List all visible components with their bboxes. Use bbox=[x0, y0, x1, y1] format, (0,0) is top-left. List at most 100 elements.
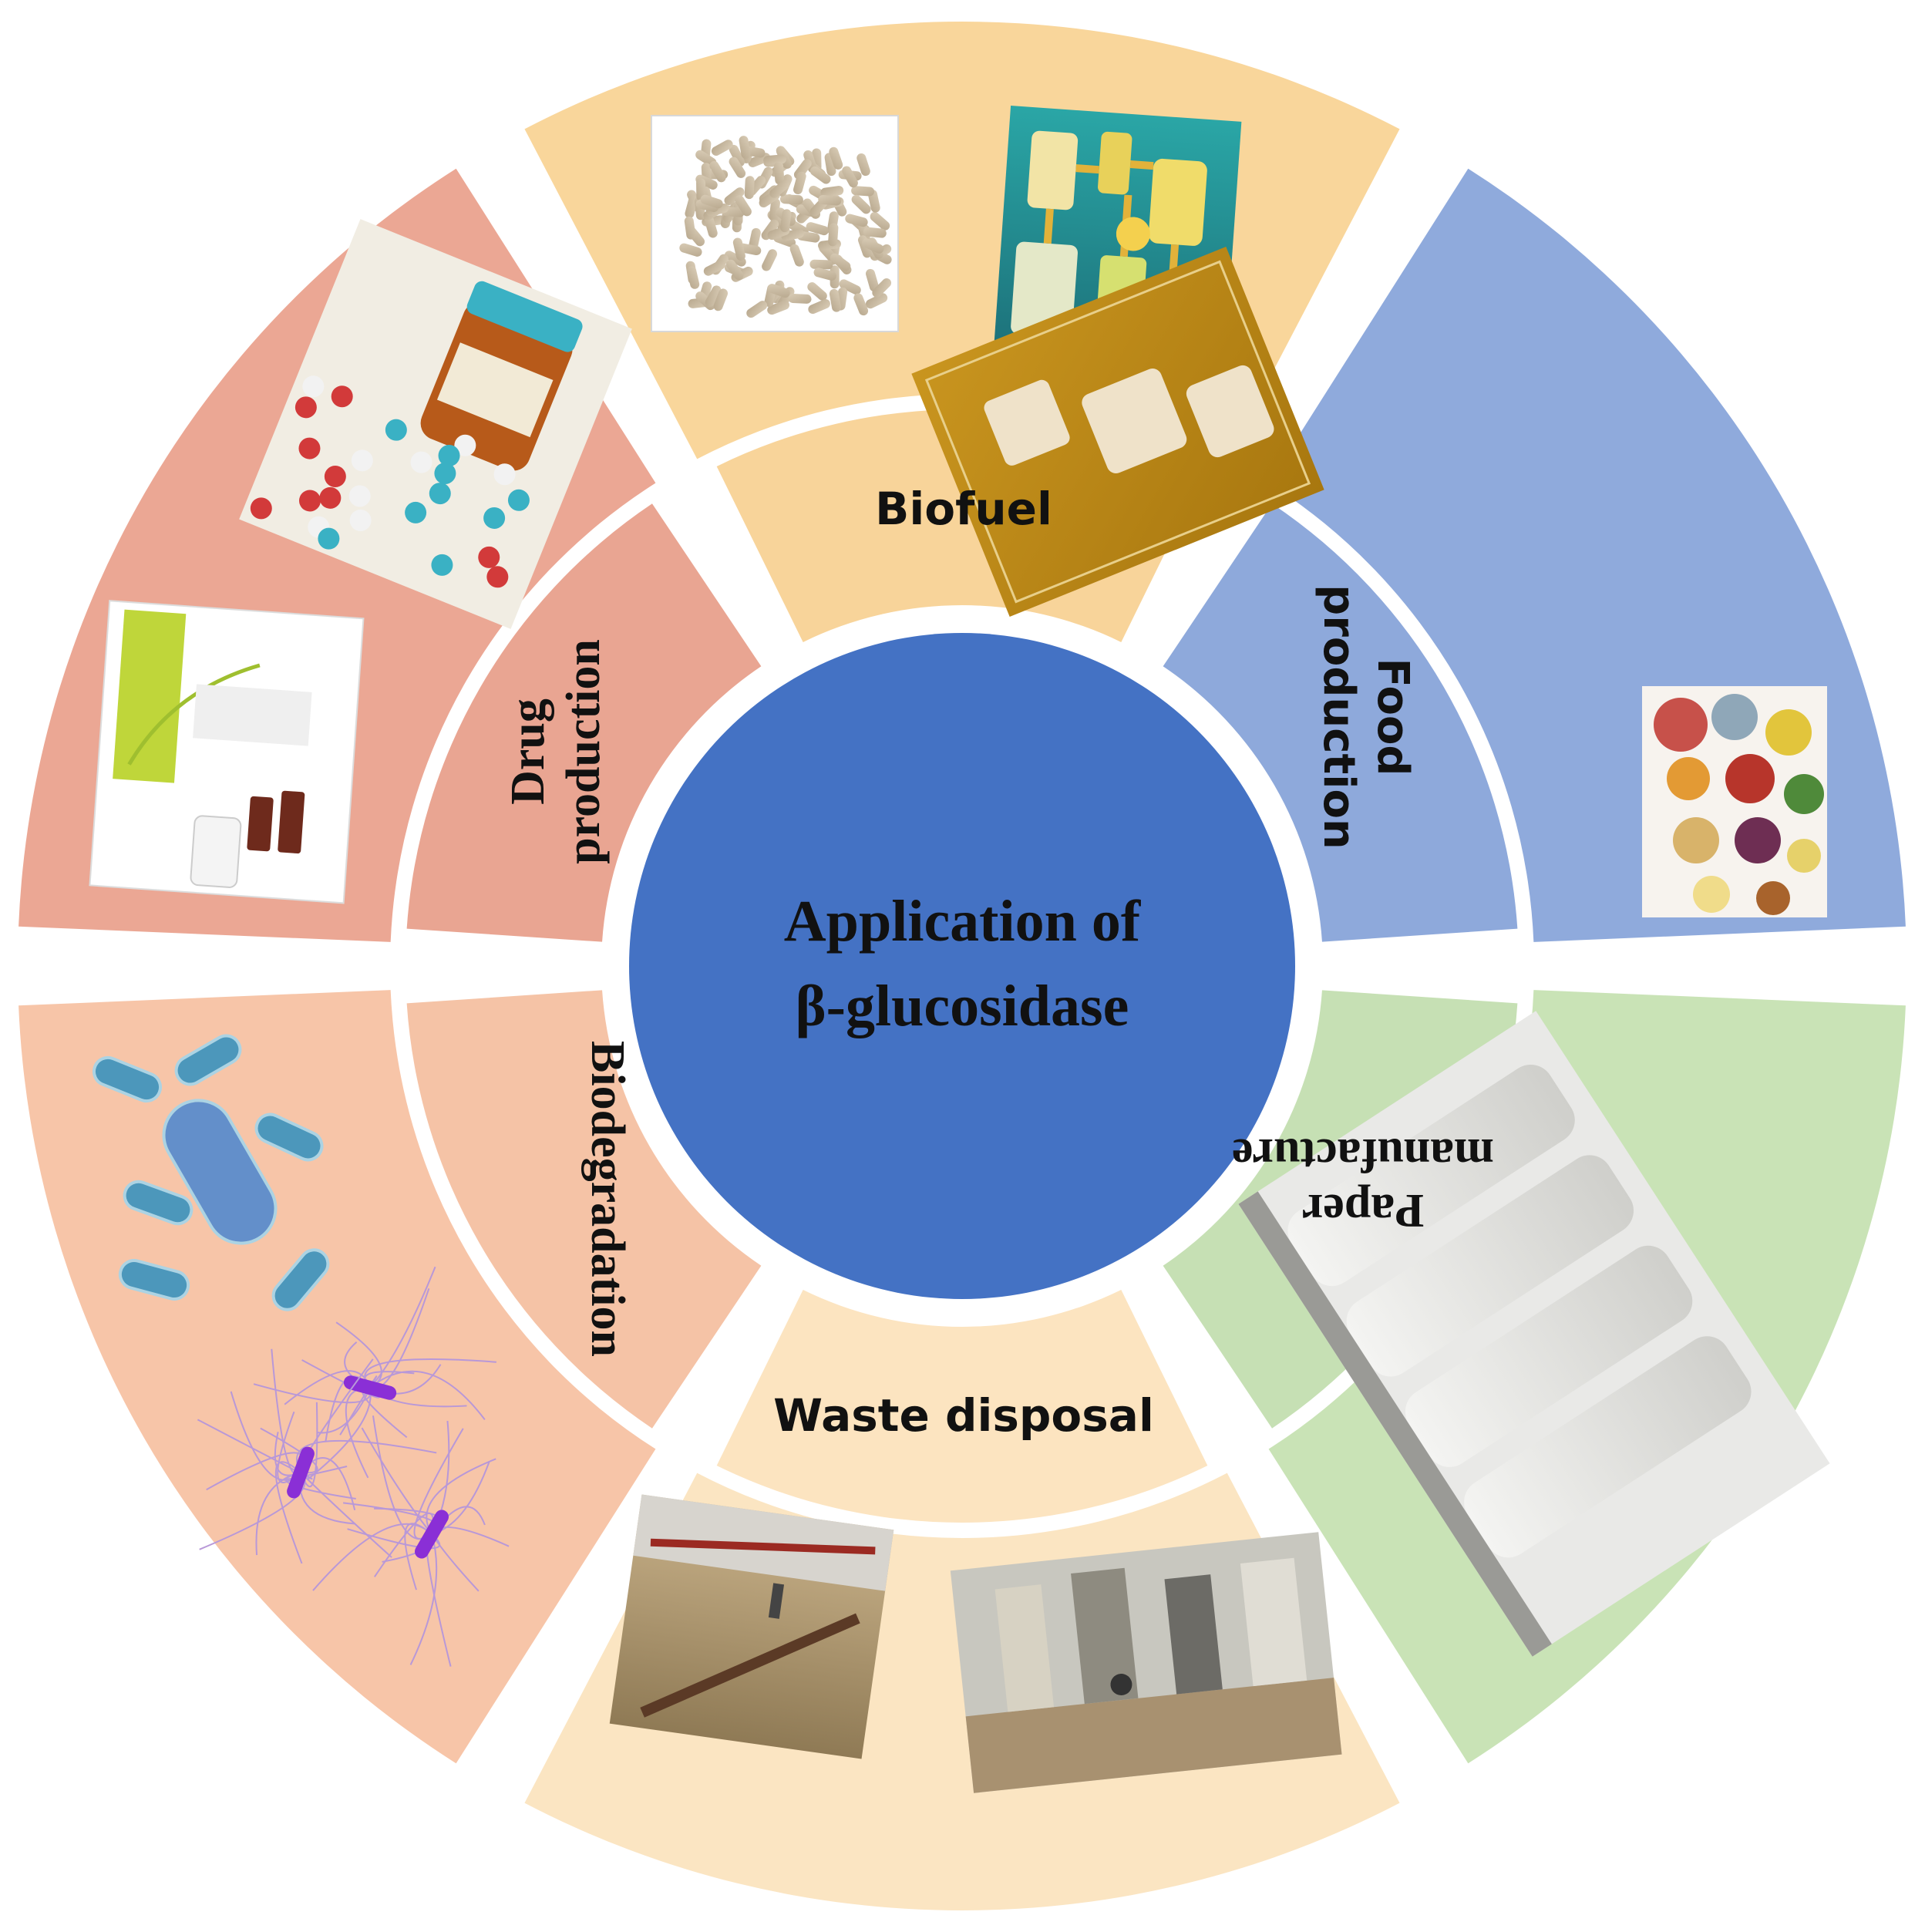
molecule-atom bbox=[324, 466, 346, 488]
bacterium bbox=[415, 1510, 449, 1559]
flagellum bbox=[300, 1402, 318, 1488]
molecule-atom bbox=[351, 449, 373, 472]
molecule-atom bbox=[318, 527, 340, 550]
svg-text:production: production bbox=[1314, 584, 1364, 850]
label-food-production: Food production bbox=[1314, 584, 1418, 850]
pellet bbox=[684, 216, 696, 240]
pellet bbox=[711, 140, 733, 157]
inner-sector-drug bbox=[406, 503, 762, 942]
flagellum bbox=[409, 1533, 438, 1665]
pellet bbox=[851, 194, 871, 214]
pellet bbox=[829, 288, 842, 312]
flagellum bbox=[296, 1439, 437, 1473]
svg-text:Drug: Drug bbox=[502, 698, 554, 805]
pellet bbox=[872, 278, 892, 298]
molecule-atom bbox=[349, 509, 372, 531]
pellet bbox=[679, 243, 702, 257]
pellet bbox=[713, 288, 729, 311]
pellet bbox=[818, 195, 842, 206]
pellet bbox=[793, 171, 806, 195]
pellet bbox=[767, 284, 790, 298]
inner-sector-food bbox=[1163, 503, 1518, 942]
pellet bbox=[725, 259, 744, 281]
pellet bbox=[820, 186, 844, 197]
pellet bbox=[829, 146, 843, 170]
molecule-atom bbox=[331, 385, 353, 408]
molecule-atom bbox=[429, 483, 451, 505]
center-circle bbox=[629, 633, 1295, 1299]
pellet bbox=[685, 195, 698, 219]
pellet bbox=[806, 222, 829, 236]
pellet bbox=[808, 299, 830, 315]
pellet bbox=[748, 153, 771, 167]
label-drug-production: Drug production bbox=[502, 639, 610, 864]
bacterium bbox=[123, 1180, 194, 1226]
pellet bbox=[767, 300, 790, 315]
flagellum bbox=[369, 1370, 486, 1421]
pellet bbox=[761, 219, 779, 241]
pellet bbox=[851, 186, 875, 197]
svg-text:manufacture: manufacture bbox=[1232, 1129, 1494, 1181]
bacterium bbox=[271, 1248, 330, 1311]
pellet bbox=[724, 251, 746, 267]
molecule-atom bbox=[434, 462, 456, 484]
pellet bbox=[729, 157, 746, 178]
center-title-line1: Application of bbox=[784, 889, 1142, 954]
bacterium bbox=[118, 1259, 190, 1301]
flagellum bbox=[361, 1427, 432, 1535]
bacterium bbox=[254, 1112, 324, 1162]
label-biodegradation: Biodegradation bbox=[581, 1041, 634, 1357]
pellet bbox=[828, 223, 839, 247]
pellet bbox=[732, 237, 745, 261]
pellet bbox=[704, 215, 718, 238]
pellet bbox=[813, 268, 836, 281]
pellet bbox=[870, 211, 890, 231]
inner-sector-biodeg bbox=[406, 990, 762, 1429]
molecule-atom bbox=[298, 437, 321, 459]
pellet bbox=[789, 244, 804, 267]
pellet bbox=[774, 161, 785, 185]
pellet bbox=[866, 268, 879, 292]
pellet bbox=[762, 249, 778, 271]
label-waste-disposal: Waste disposal bbox=[773, 1389, 1154, 1442]
inner-sector-waste bbox=[716, 1290, 1208, 1523]
pellet bbox=[862, 238, 884, 254]
food-items-picture bbox=[1642, 686, 1827, 917]
molecule-atom bbox=[302, 375, 325, 398]
molecule-atom bbox=[294, 396, 317, 419]
pellet bbox=[807, 282, 827, 301]
svg-text:Food: Food bbox=[1368, 658, 1418, 776]
pellet bbox=[744, 176, 755, 200]
enzyme-kit-picture bbox=[89, 600, 365, 904]
flagellum bbox=[369, 1266, 436, 1388]
molecule-atom bbox=[250, 497, 272, 520]
flagellum bbox=[312, 1523, 432, 1591]
pellet bbox=[853, 293, 869, 316]
molecule-atom bbox=[319, 486, 342, 509]
molecule-atom bbox=[298, 490, 321, 512]
pellet bbox=[705, 285, 722, 308]
pellet bbox=[735, 195, 752, 217]
molecule-atom bbox=[405, 501, 427, 523]
pellet bbox=[700, 194, 723, 209]
pellet bbox=[779, 194, 803, 205]
molecule-atom bbox=[507, 489, 530, 511]
pellet bbox=[866, 293, 888, 309]
bacterium bbox=[162, 1099, 278, 1245]
pellet bbox=[842, 166, 858, 188]
label-biofuel: Biofuel bbox=[875, 483, 1052, 535]
flagellum bbox=[339, 1375, 378, 1436]
pellet bbox=[856, 153, 870, 177]
pellet bbox=[687, 266, 700, 289]
outer-sector-biodeg bbox=[19, 990, 656, 1764]
molecule-atom bbox=[410, 451, 432, 473]
pellet bbox=[703, 260, 725, 276]
pellet bbox=[724, 187, 745, 206]
center-title-line2: β-glucosidase bbox=[796, 974, 1129, 1038]
drug-molecules-picture bbox=[239, 219, 632, 629]
flagellum bbox=[306, 1387, 372, 1481]
molecule-atom bbox=[454, 434, 476, 456]
svg-text:Paper: Paper bbox=[1302, 1184, 1424, 1237]
molecule-atom bbox=[486, 566, 509, 588]
